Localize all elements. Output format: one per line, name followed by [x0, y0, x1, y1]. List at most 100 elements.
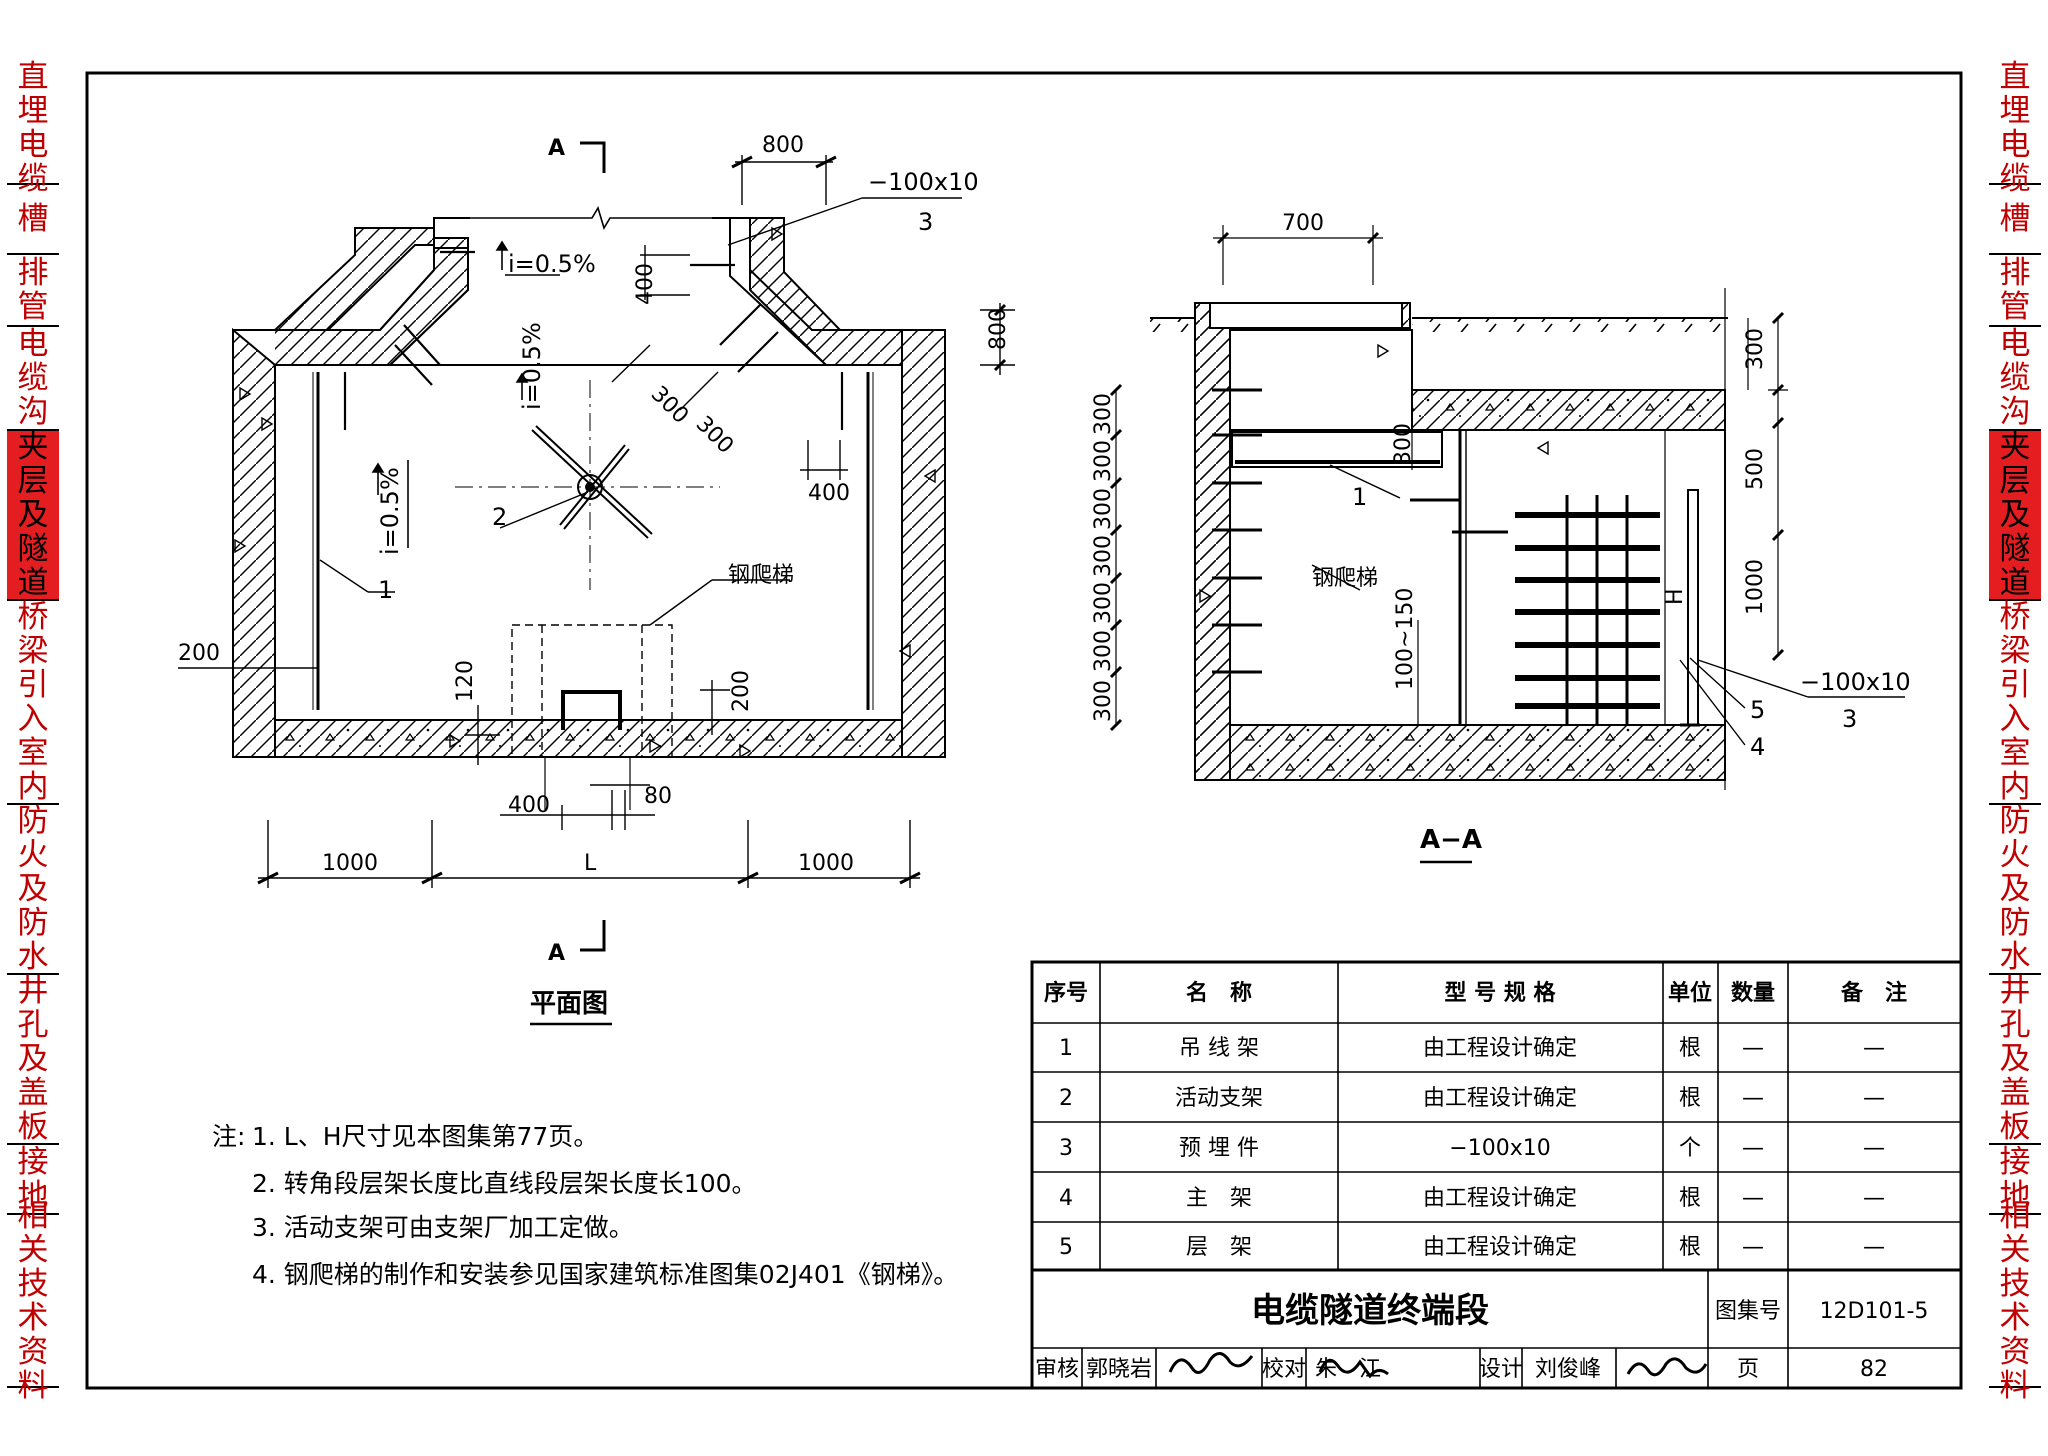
left-tab-6[interactable]: 桥梁引入室内 — [7, 599, 59, 805]
table-row-5-no: 5 — [1059, 1235, 1073, 1260]
left-tab-1[interactable]: 直埋电缆 — [7, 60, 59, 196]
left-tab-10[interactable]: 相关技术资料 — [7, 1199, 59, 1403]
tab-char: 梁 — [1999, 633, 2031, 669]
tab-char: 直 — [17, 59, 49, 95]
plan-dim-800-right: 800 — [986, 308, 1011, 350]
right-tab-6[interactable]: 桥梁引入室内 — [1989, 600, 2041, 805]
table-row-4-remark: — — [1863, 1186, 1885, 1211]
tab-char: 桥 — [17, 599, 49, 635]
plan-dim-400-b: 400 — [808, 481, 850, 506]
section-ladder-label: 钢爬梯 — [1312, 566, 1378, 591]
check-label: 校对 — [1262, 1357, 1306, 1382]
tab-char: 入 — [1999, 701, 2031, 737]
tab-char: 水 — [1999, 939, 2031, 975]
tab-char: 板 — [1999, 1109, 2031, 1145]
tab-char: 埋 — [1999, 93, 2031, 129]
table-header-unit: 单位 — [1668, 980, 1712, 1006]
table-row-4-name: 主 架 — [1186, 1186, 1252, 1211]
section-dim-r300: 300 — [1743, 328, 1768, 370]
tab-char: 及 — [1999, 497, 2031, 533]
tab-char: 缆 — [1999, 360, 2031, 396]
table-row-2-spec: 由工程设计确定 — [1423, 1086, 1577, 1111]
right-tab-7[interactable]: 防火及防水 — [1989, 803, 2041, 975]
tab-char: 缆 — [17, 161, 49, 197]
table-row-1-unit: 根 — [1679, 1036, 1701, 1061]
plan-dim-120: 120 — [453, 660, 478, 702]
left-tab-4[interactable]: 电缆沟 — [7, 327, 59, 431]
section-left-dim-6: 300 — [1091, 630, 1116, 672]
tab-char: 术 — [17, 1299, 49, 1336]
tab-char: 槽 — [17, 201, 49, 237]
designer-signature — [1626, 1357, 1708, 1377]
drawing-title: 电缆隧道终端段 — [1251, 1291, 1489, 1331]
section-dim-700: 700 — [1282, 211, 1324, 236]
left-tab-8[interactable]: 井孔及盖板 — [7, 973, 59, 1145]
right-tab-1[interactable]: 直埋电缆 — [1989, 60, 2041, 196]
tab-char: 井 — [17, 973, 49, 1009]
plan-view — [178, 141, 1015, 952]
right-tab-3[interactable]: 排管 — [1989, 255, 2041, 327]
left-tab-3[interactable]: 排管 — [7, 255, 59, 327]
table-row-4-spec: 由工程设计确定 — [1423, 1186, 1577, 1211]
tab-char: 内 — [1999, 769, 2031, 805]
right-tab-2[interactable]: 槽 — [1989, 185, 2041, 255]
note-1: 1. L、H尺寸见本图集第77页。 — [252, 1122, 598, 1151]
section-left-dim-7: 300 — [1091, 680, 1116, 722]
note-3: 3. 活动支架可由支架厂加工定做。 — [252, 1213, 634, 1242]
plan-ladder-label: 钢爬梯 — [728, 563, 794, 588]
right-tab-10[interactable]: 相关技术资料 — [1989, 1199, 2041, 1403]
checker-name: 朱 江 — [1315, 1357, 1381, 1382]
right-tab-4[interactable]: 电缆沟 — [1989, 327, 2041, 431]
plan-slope-center: i=0.5% — [518, 322, 546, 410]
table-row-1-remark: — — [1863, 1036, 1885, 1061]
tab-char: 引 — [17, 667, 49, 703]
notes-lead: 注: — [212, 1122, 245, 1151]
right-tab-9[interactable]: 接地 — [1989, 1145, 2041, 1215]
left-tab-9[interactable]: 接地 — [7, 1145, 59, 1215]
atlas-label: 图集号 — [1715, 1299, 1781, 1324]
section-left-dim-5: 300 — [1091, 582, 1116, 624]
table-row-3-qty: — — [1742, 1136, 1764, 1161]
plan-text: A A 800 800 400 400 400 300 300 200 200 … — [178, 133, 1011, 1019]
table-header-qty: 数量 — [1731, 980, 1775, 1006]
tab-char: 接 — [17, 1144, 49, 1180]
section-title: A−A — [1420, 825, 1482, 855]
table-row-5-unit: 根 — [1679, 1235, 1701, 1260]
section-callout-4: 4 — [1750, 733, 1765, 761]
tab-char: 防 — [1999, 803, 2031, 839]
tab-char: 技 — [17, 1265, 49, 1302]
section-dim-in300: 300 — [1391, 423, 1416, 465]
tab-char: 火 — [1999, 837, 2031, 873]
plan-embed-num: 3 — [918, 208, 933, 236]
plan-dim-1000-right: 1000 — [798, 851, 854, 876]
left-tab-2[interactable]: 槽 — [7, 185, 59, 255]
design-label: 设计 — [1479, 1357, 1523, 1382]
tab-char: 盖 — [1999, 1075, 2031, 1111]
tab-char: 直 — [1999, 59, 2031, 95]
table-row-3-name: 预 埋 件 — [1179, 1136, 1259, 1161]
right-tab-5[interactable]: 夹层及隧道 — [1989, 430, 2041, 601]
atlas-number: 12D101-5 — [1820, 1299, 1929, 1324]
section-embed-label: −100x10 — [1800, 668, 1911, 696]
plan-dim-1000-left: 1000 — [322, 851, 378, 876]
materials-table-text: 序号 名 称 型 号 规 格 单位 数量 备 注 1 吊 线 架 由工程设计确定… — [1035, 980, 1928, 1382]
right-tab-8[interactable]: 井孔及盖板 — [1989, 974, 2041, 1145]
plan-title: 平面图 — [530, 989, 608, 1019]
table-row-2-unit: 根 — [1679, 1086, 1701, 1111]
table-row-2-no: 2 — [1059, 1086, 1073, 1111]
tab-char: 层 — [17, 463, 49, 499]
table-row-1-spec: 由工程设计确定 — [1423, 1036, 1577, 1061]
plan-dim-200-left: 200 — [178, 641, 220, 666]
tab-char: 缆 — [1999, 161, 2031, 197]
left-tab-7[interactable]: 防火及防水 — [7, 804, 59, 975]
tab-char: 孔 — [17, 1007, 49, 1043]
table-row-2-qty: — — [1742, 1086, 1764, 1111]
section-left-dim-3: 300 — [1091, 488, 1116, 530]
left-tab-5[interactable]: 夹层及隧道 — [7, 430, 59, 601]
checker-signature — [1318, 1358, 1389, 1379]
table-header-name: 名 称 — [1186, 980, 1252, 1006]
plan-callout-1: 1 — [378, 576, 393, 604]
plan-dim-400-a: 400 — [633, 263, 658, 305]
plan-slope-top: i=0.5% — [508, 250, 596, 278]
